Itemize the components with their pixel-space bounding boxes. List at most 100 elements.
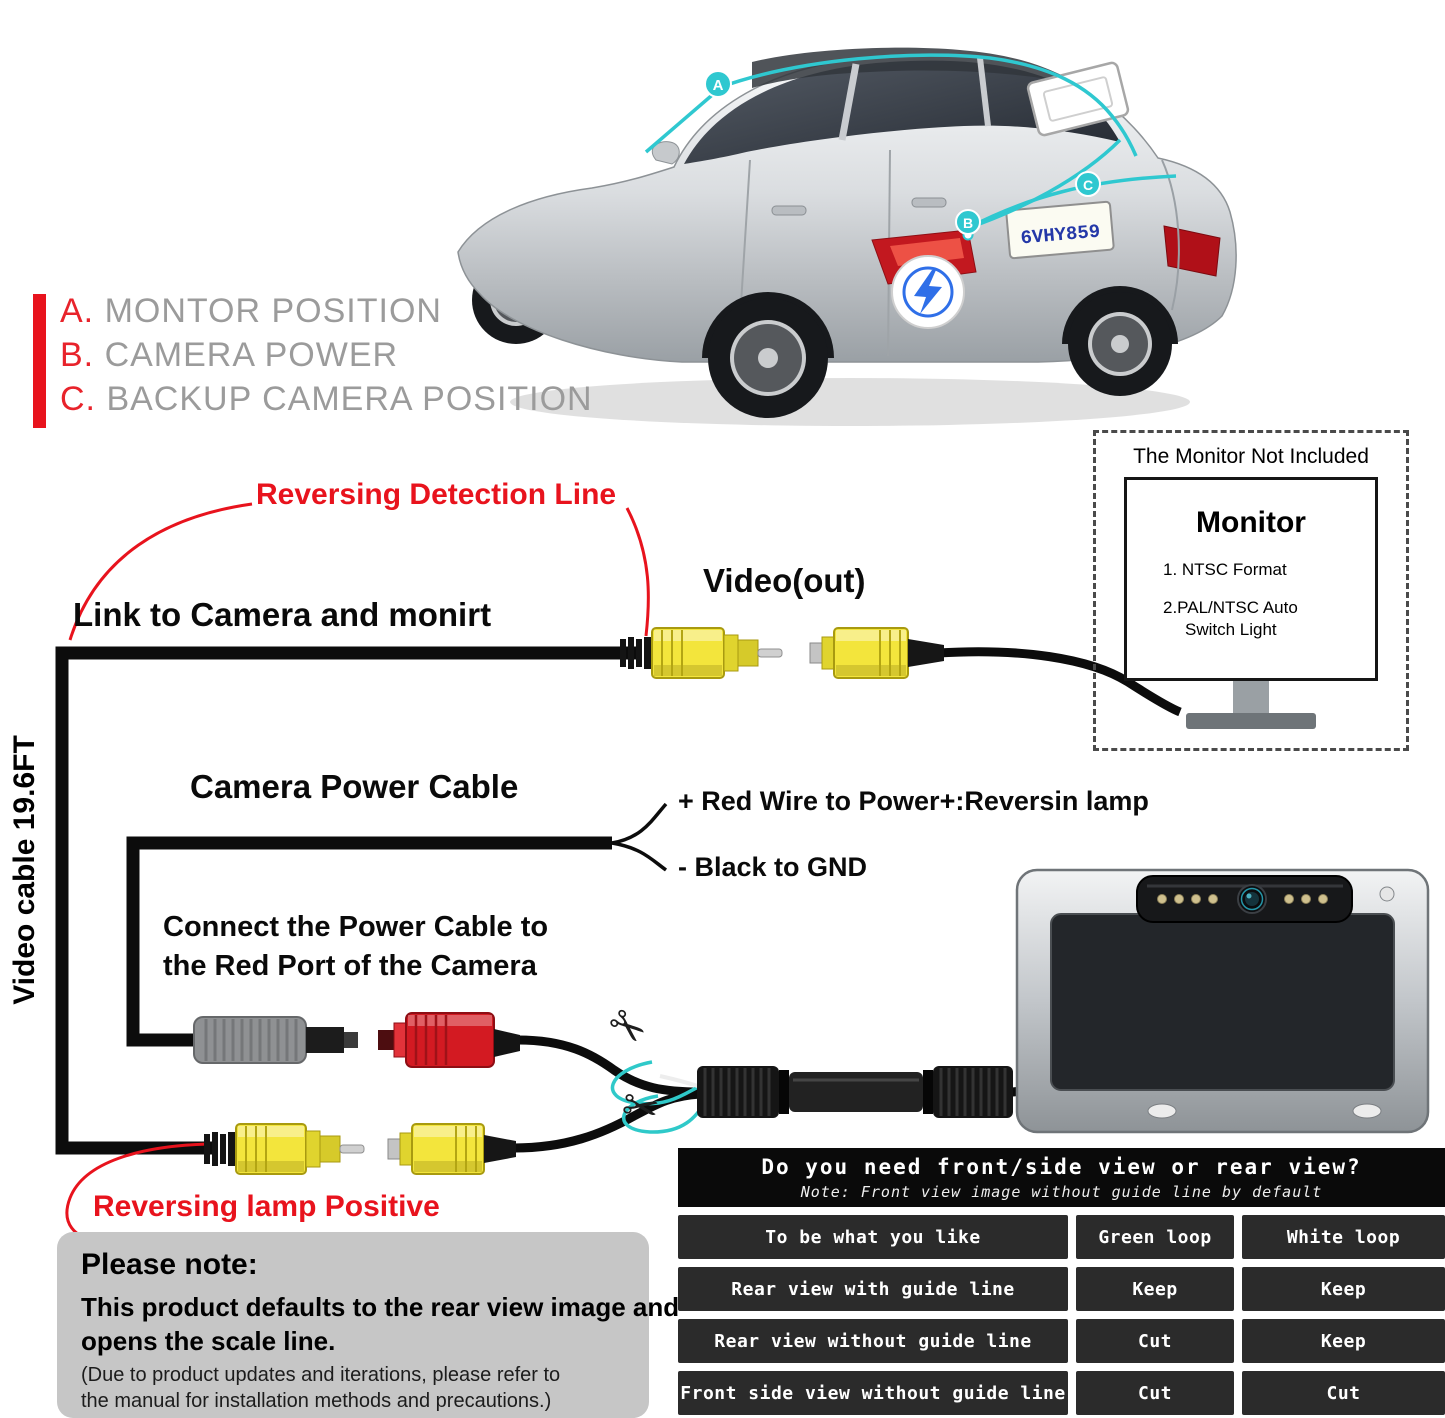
table-cell: White loop <box>1242 1215 1445 1259</box>
legend-accent-bar <box>33 294 46 428</box>
connect-power-label: Connect the Power Cable to the Red Port … <box>163 908 548 986</box>
black-gnd-label: - Black to GND <box>678 852 868 882</box>
car-windows <box>684 60 1120 164</box>
connect-power-line2: the Red Port of the Camera <box>163 950 537 982</box>
table-cell: Rear view with guide line <box>678 1267 1068 1311</box>
screw-slot <box>1352 1103 1382 1119</box>
link-to-camera-label: Link to Camera and monirt <box>73 596 492 633</box>
table-cell: Front side view without guide line <box>678 1371 1068 1415</box>
frame-opening <box>1050 913 1395 1091</box>
table-cell: Keep <box>1242 1267 1445 1311</box>
table-grid: To be what you like Green loop White loo… <box>678 1215 1445 1415</box>
rear-right-wheel <box>1062 286 1178 396</box>
car-shadow <box>510 378 1190 426</box>
marker-b: B <box>955 209 981 235</box>
table-cell: Keep <box>1242 1319 1445 1363</box>
trunk-seam <box>1161 159 1180 311</box>
camera-bar <box>1136 875 1353 923</box>
legend-key-b: B. <box>60 336 95 374</box>
legend-key-a: A. <box>60 292 95 330</box>
c-pillar <box>977 57 991 127</box>
table-cell: Green loop <box>1076 1215 1234 1259</box>
camera-lens <box>1237 884 1267 914</box>
power-plug-pair <box>193 1012 520 1068</box>
marker-c: C <box>1075 171 1101 197</box>
tail-light-glow <box>890 238 964 266</box>
dc-power-plug <box>193 1016 358 1064</box>
screw-slot <box>1147 1103 1177 1119</box>
monitor-item2a: 2.PAL/NTSC Auto <box>1163 598 1298 617</box>
side-mirror <box>651 141 680 165</box>
power-lightning-icon <box>891 255 965 329</box>
video-out-label: Video(out) <box>703 562 866 599</box>
monitor-item1: 1. NTSC Format <box>1163 560 1287 579</box>
marker-a: A <box>704 70 732 98</box>
license-plate: 6VHY859 <box>1005 200 1115 260</box>
scissors-icon: ✂ <box>596 996 657 1059</box>
table-cell: Cut <box>1076 1371 1234 1415</box>
red-camera-port <box>378 1012 520 1068</box>
note-title: Please note: <box>81 1248 258 1281</box>
ir-led <box>1301 894 1311 904</box>
table-cell: Cut <box>1242 1371 1445 1415</box>
reversing-detection-line-label: Reversing Detection Line <box>256 478 617 511</box>
door-handle <box>771 205 807 216</box>
monitor-title: Monitor <box>1196 506 1306 539</box>
table-cell: Cut <box>1076 1319 1234 1363</box>
lower-rca-connector-pair <box>204 1123 516 1175</box>
power-to-junction-cable <box>517 1035 701 1097</box>
legend-item-b: B. CAMERA POWER <box>60 336 398 375</box>
door-handle <box>911 197 947 208</box>
legend-label-c: BACKUP CAMERA POSITION <box>106 380 593 418</box>
ir-led <box>1191 894 1201 904</box>
note-small-line2: the manual for installation methods and … <box>81 1390 552 1412</box>
svg-text:B: B <box>963 215 973 231</box>
red-wire-label: + Red Wire to Power+:Reversin lamp <box>678 786 1149 816</box>
ir-led <box>1208 894 1218 904</box>
legend-item-a: A. MONTOR POSITION <box>60 292 442 331</box>
table-cell: Keep <box>1076 1267 1234 1311</box>
car-illustration: 6VHY859 A B C <box>457 47 1237 426</box>
table-header-note: Note: Front view image without guide lin… <box>800 1183 1323 1201</box>
ir-led <box>1284 894 1294 904</box>
table-cell: Rear view without guide line <box>678 1319 1068 1363</box>
ir-led <box>1318 894 1328 904</box>
screw-hole <box>1379 886 1395 902</box>
black-wire-fork <box>611 841 668 872</box>
note-small-line1: (Due to product updates and iterations, … <box>81 1364 561 1386</box>
red-wire-fork <box>611 802 668 845</box>
view-options-table: Do you need front/side view or rear view… <box>678 1148 1445 1415</box>
rca-female-connector <box>387 1123 516 1175</box>
monitor-screen: Monitor 1. NTSC Format 2.PAL/NTSC Auto S… <box>1124 477 1378 681</box>
ir-led <box>1157 894 1167 904</box>
rca-male-connector <box>620 627 783 679</box>
license-plate-frame-camera <box>1015 868 1430 1134</box>
rca-female-connector <box>809 627 944 679</box>
please-note-box: Please note: This product defaults to th… <box>57 1232 680 1418</box>
monitor-stand-base <box>1186 713 1316 729</box>
note-bold-line1: This product defaults to the rear view i… <box>81 1292 680 1322</box>
scissors-icon: ✂ <box>618 1080 663 1135</box>
connect-power-line1: Connect the Power Cable to <box>163 911 549 943</box>
legend-key-c: C. <box>60 380 96 418</box>
svg-text:A: A <box>713 77 724 94</box>
svg-text:C: C <box>1083 177 1093 193</box>
table-header-question: Do you need front/side view or rear view… <box>761 1155 1362 1179</box>
camera-power-cable-label: Camera Power Cable <box>190 768 519 805</box>
cable-junction <box>697 1066 1013 1118</box>
legend-label-b: CAMERA POWER <box>104 336 399 374</box>
table-header: Do you need front/side view or rear view… <box>678 1148 1445 1207</box>
cable-routing-line <box>644 53 1177 230</box>
table-cell: To be what you like <box>678 1215 1068 1259</box>
monitor-stand-neck <box>1233 681 1269 713</box>
rca-male-connector <box>204 1123 365 1175</box>
video-to-junction-cable <box>513 1089 701 1153</box>
note-bold-line2: opens the scale line. <box>81 1326 336 1356</box>
ir-led <box>1174 894 1184 904</box>
b-pillar <box>838 63 860 141</box>
video-cable-length-label: Video cable 19.6FT <box>8 735 41 1005</box>
monitor-not-included-label: The Monitor Not Included <box>1133 445 1369 468</box>
reversing-lamp-positive-label: Reversing lamp Positive <box>93 1190 440 1223</box>
legend-item-c: C. BACKUP CAMERA POSITION <box>60 380 593 419</box>
rear-left-wheel <box>702 292 834 418</box>
